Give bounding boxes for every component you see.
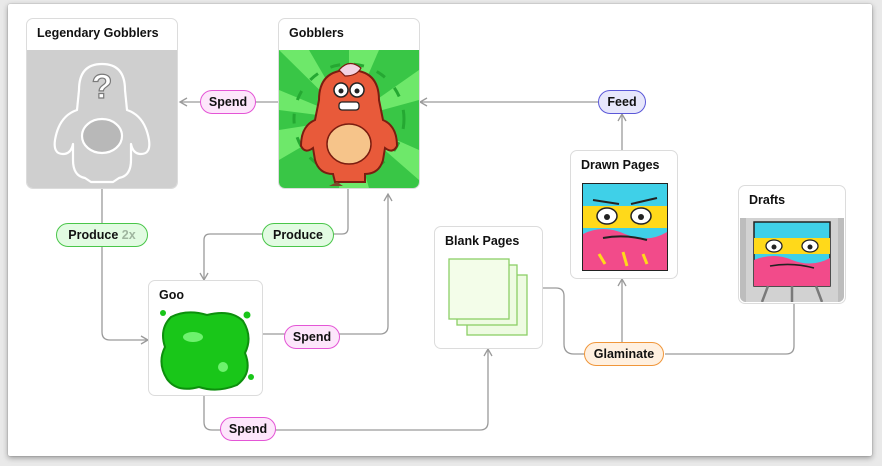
drawn-page-artwork xyxy=(582,183,668,271)
node-drawn-pages[interactable]: Drawn Pages xyxy=(570,150,678,279)
produce-label: Produce xyxy=(68,228,119,242)
gobbler-artwork xyxy=(279,50,419,188)
question-mark-icon: ? xyxy=(92,68,113,106)
blank-pages-stack xyxy=(447,257,533,339)
spend-legendary-pill[interactable]: Spend xyxy=(200,90,256,114)
drafts-easel-artwork xyxy=(740,218,844,302)
node-gobblers[interactable]: Gobblers xyxy=(278,18,420,189)
produce-legendary-pill[interactable]: Produce 2x xyxy=(56,223,148,247)
legendary-gobbler-silhouette: ? xyxy=(27,50,177,188)
node-title: Goo xyxy=(159,288,184,302)
spend-goo-gobblers-pill[interactable]: Spend xyxy=(284,325,340,349)
node-legendary-gobblers[interactable]: Legendary Gobblers ? xyxy=(26,18,178,189)
produce-gobblers-pill[interactable]: Produce xyxy=(262,223,334,247)
node-title: Drafts xyxy=(749,193,786,207)
node-blank-pages[interactable]: Blank Pages xyxy=(434,226,543,349)
edge-spend-goo-gobblers xyxy=(263,192,393,335)
node-drafts[interactable]: Drafts xyxy=(738,185,846,304)
goo-blob xyxy=(157,307,256,393)
produce-multiplier: 2x xyxy=(121,228,136,242)
glaminate-pill[interactable]: Glaminate xyxy=(584,342,664,366)
edge-drafts-glaminate xyxy=(665,304,795,355)
node-title: Gobblers xyxy=(289,26,344,40)
diagram-canvas: Legendary Gobblers ? Gobblers xyxy=(8,4,872,456)
node-title: Legendary Gobblers xyxy=(37,26,159,40)
node-title: Blank Pages xyxy=(445,234,520,248)
spend-goo-blank-pill[interactable]: Spend xyxy=(220,417,276,441)
node-title: Drawn Pages xyxy=(581,158,660,172)
edge-produce-legendary xyxy=(101,188,150,345)
edge-blank-glaminate xyxy=(543,287,586,355)
edge-spend-goo-blank xyxy=(203,347,493,431)
feed-pill[interactable]: Feed xyxy=(598,90,646,114)
node-goo[interactable]: Goo xyxy=(148,280,263,396)
